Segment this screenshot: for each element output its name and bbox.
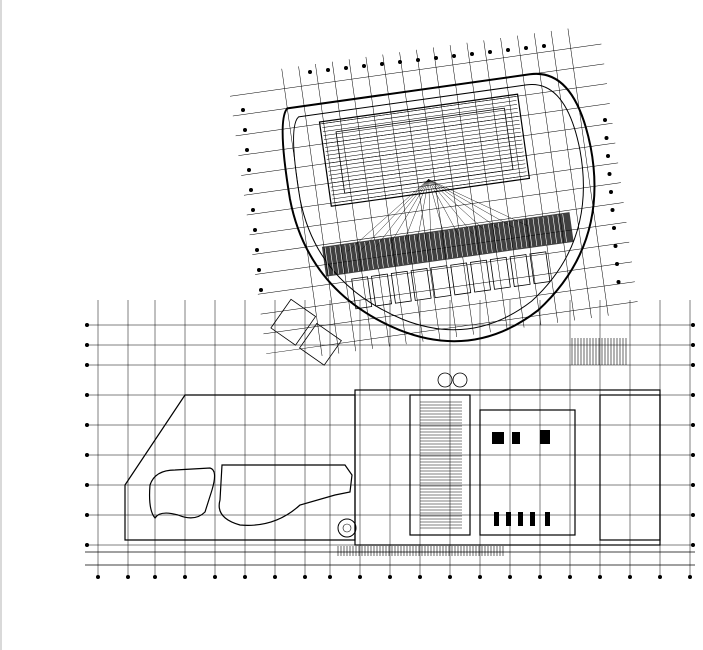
axis-bubbles-bottom [96, 575, 692, 579]
axis-bubbles-right [691, 323, 695, 547]
terrace-hatch [571, 338, 627, 365]
leisure-pool [148, 467, 216, 520]
stadium-lower-stands [321, 212, 574, 277]
viewer-left-border [0, 0, 2, 650]
podium-outline [124, 389, 661, 546]
stadium-outer-wall [281, 72, 596, 343]
gym-equipment [492, 430, 550, 526]
stadium-block [230, 28, 638, 356]
spiral-stair [337, 518, 357, 538]
lazy-river [218, 464, 353, 526]
stadium-concourse-rooms [351, 251, 551, 310]
pool-hall-hatch [420, 401, 462, 529]
bleacher-hatch [337, 546, 504, 556]
stadium-seat-rows [321, 96, 529, 252]
entrance-fan [270, 298, 342, 366]
fountain [437, 372, 453, 388]
podium-grid [85, 300, 695, 575]
axis-bubbles-left [85, 323, 89, 547]
stadium-seating-inner [335, 107, 514, 194]
stadium-grid-bubbles [241, 44, 621, 292]
stadium-inner-wall [293, 83, 584, 331]
stadium-seating-upper [318, 93, 531, 207]
